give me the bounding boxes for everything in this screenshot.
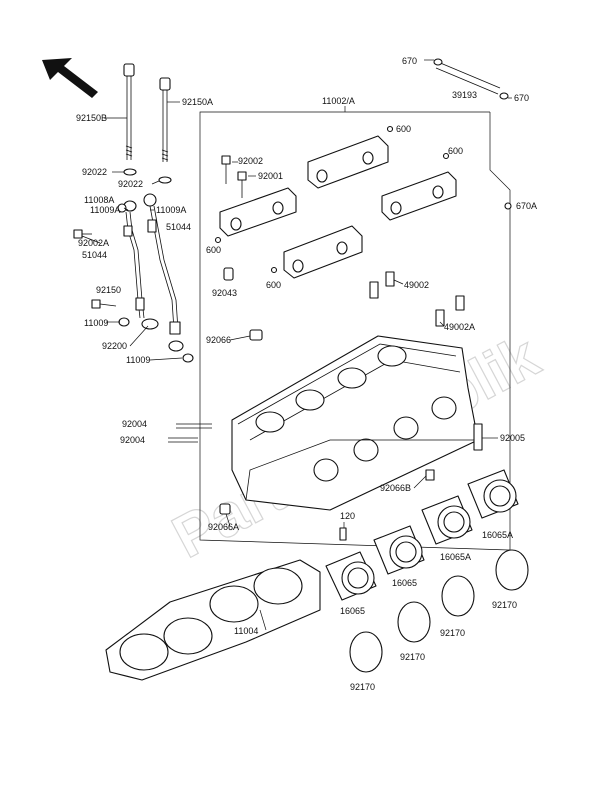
stud-92004-a (176, 423, 212, 429)
label-670a: 670A (516, 201, 537, 211)
label-92043: 92043 (212, 288, 237, 298)
label-92002: 92002 (238, 156, 263, 166)
bolt-92002a (73, 229, 92, 239)
label-51044-right: 51044 (166, 222, 191, 232)
label-92002a: 92002A (78, 238, 109, 248)
fitting-49002 (369, 271, 395, 299)
bolt-92150 (91, 299, 117, 309)
label-11002a: 11002/A (322, 96, 355, 106)
clamp-92170-center (397, 601, 431, 643)
plug-92066 (249, 329, 263, 341)
label-92170-bottom: 92170 (350, 682, 375, 692)
washer-92022-a (123, 168, 137, 176)
label-600-c: 600 (206, 245, 221, 255)
label-11009-b: 11009 (126, 355, 150, 365)
carb-holder-16065a-mid (421, 495, 473, 545)
label-92022-b: 92022 (118, 179, 143, 189)
label-600-b: 600 (448, 146, 463, 156)
bolt-92150b (123, 63, 135, 160)
camshaft-holder-3 (283, 225, 363, 279)
label-16065-left: 16065 (340, 606, 365, 616)
stud-92004-b (168, 437, 198, 443)
label-600-d: 600 (266, 280, 281, 290)
plug-600-c (214, 236, 222, 244)
label-11009a-right: 11009A (156, 205, 186, 215)
plug-600-b (442, 152, 450, 160)
label-92005: 92005 (500, 433, 525, 443)
label-49002: 49002 (404, 280, 429, 290)
carb-holder-16065-left (325, 551, 377, 601)
breather-pipe-39193 (433, 58, 509, 100)
label-92150: 92150 (96, 285, 121, 295)
label-16065a-right: 16065A (482, 530, 513, 540)
washer-92022-b (158, 176, 172, 184)
plug-92066a (219, 503, 231, 515)
carb-holder-16065-mid (373, 525, 425, 575)
washer-11009-a (118, 317, 130, 327)
label-11009-a: 11009 (84, 318, 108, 328)
washer-11009-b (182, 353, 194, 363)
label-670-top: 670 (402, 56, 417, 66)
part-labels: 670 39193 670 92150B 92150A 11002/A 600 … (76, 56, 537, 692)
label-49002a: 49002A (444, 322, 475, 332)
leader-lines (81, 59, 512, 631)
label-670-right: 670 (514, 93, 529, 103)
label-92170-right: 92170 (492, 600, 517, 610)
label-92004-a: 92004 (122, 419, 147, 429)
plug-92066b (425, 469, 435, 481)
clamp-92170-mid (441, 575, 475, 617)
label-600-a: 600 (396, 124, 411, 134)
fitting-49002a (435, 295, 465, 327)
label-92066b: 92066B (380, 483, 411, 493)
front-arrow-icon (42, 58, 98, 98)
label-92004-b: 92004 (120, 435, 145, 445)
label-39193: 39193 (452, 90, 477, 100)
bolt-92002 (221, 155, 247, 198)
label-92150b: 92150B (76, 113, 107, 123)
bolt-92150a (159, 77, 171, 162)
carb-holder-16065a-right (467, 469, 519, 519)
head-gasket-11004 (105, 559, 321, 681)
screw-120 (339, 527, 347, 541)
stud-92005 (473, 423, 483, 451)
label-92022-a: 92022 (82, 167, 107, 177)
label-92066a: 92066A (208, 522, 239, 532)
label-92170-mid: 92170 (440, 628, 465, 638)
label-16065a-mid: 16065A (440, 552, 471, 562)
camshaft-holder-1 (219, 187, 297, 237)
label-92066: 92066 (206, 335, 231, 345)
camshaft-holder-4 (381, 171, 457, 221)
label-51044-left: 51044 (82, 250, 107, 260)
cylinder-head (231, 335, 479, 511)
plug-600-a (386, 125, 394, 133)
label-92001: 92001 (258, 171, 283, 181)
oil-pipe-51044-right (143, 193, 184, 352)
label-11004: 11004 (234, 626, 258, 636)
label-120: 120 (340, 511, 355, 521)
washer-11009a (117, 203, 127, 213)
plug-600-d (270, 266, 278, 274)
oil-pipe-51044-left (123, 200, 159, 330)
label-92200: 92200 (102, 341, 127, 351)
label-92150a: 92150A (182, 97, 213, 107)
label-92170-center: 92170 (400, 652, 425, 662)
clamp-92170-bottom (349, 631, 383, 673)
dowel-92043 (223, 267, 234, 281)
label-11009a-left: 11009A (90, 205, 120, 215)
plug-670a (504, 202, 512, 210)
label-11008a: 11008A (84, 195, 114, 205)
clamp-92170-right (495, 549, 529, 591)
camshaft-holder-2 (307, 135, 389, 189)
label-16065-mid: 16065 (392, 578, 417, 588)
